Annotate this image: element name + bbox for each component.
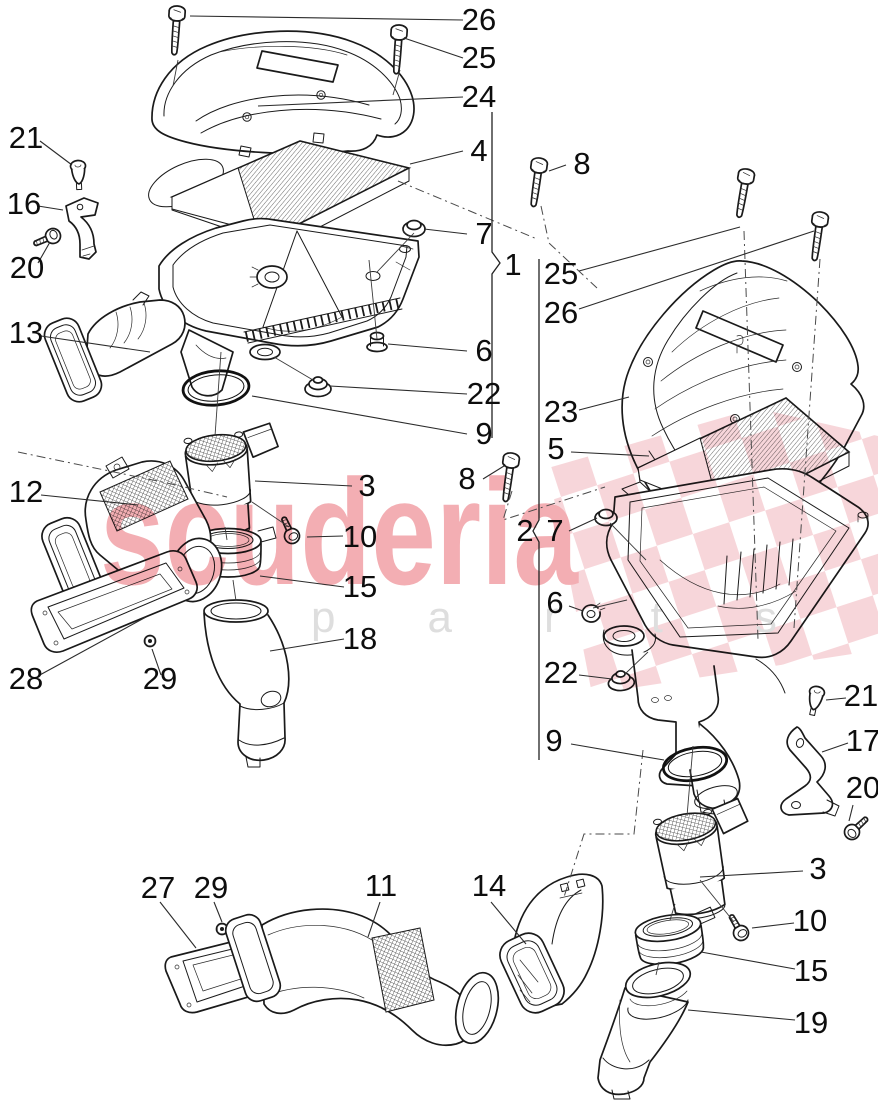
callout-10-left[interactable]: 10 (343, 519, 377, 554)
callout-9-left[interactable]: 9 (475, 416, 492, 451)
bracket-group-2 (532, 259, 540, 760)
callout-3-left[interactable]: 3 (358, 468, 375, 503)
part-hose-19 (597, 961, 692, 1100)
part-duct-13 (43, 291, 186, 403)
callout-29-bottom[interactable]: 29 (194, 870, 228, 905)
callout-8-top[interactable]: 8 (573, 146, 590, 181)
callout-19[interactable]: 19 (794, 1005, 828, 1040)
watermark: scuderia parts (100, 408, 878, 694)
callout-29-left[interactable]: 29 (143, 661, 177, 696)
callout-7-left[interactable]: 7 (475, 216, 492, 251)
callout-26-right[interactable]: 26 (544, 295, 578, 330)
checkered-flag (548, 408, 878, 694)
callout-21-right[interactable]: 21 (844, 678, 878, 713)
part-nut-6-left (366, 331, 388, 353)
callout-20-left[interactable]: 20 (10, 250, 44, 285)
part-housing-left (158, 217, 420, 397)
callout-3-right[interactable]: 3 (809, 851, 826, 886)
callout-6-left[interactable]: 6 (475, 333, 492, 368)
callout-27[interactable]: 27 (141, 870, 175, 905)
callout-4[interactable]: 4 (470, 133, 487, 168)
callout-24[interactable]: 24 (462, 79, 496, 114)
callout-13[interactable]: 13 (9, 315, 43, 350)
leader-lines (37, 15, 854, 1021)
callout-8-mid[interactable]: 8 (458, 461, 475, 496)
callout-7-right[interactable]: 7 (546, 513, 563, 548)
callout-11[interactable]: 11 (365, 868, 397, 903)
callout-26-left[interactable]: 26 (462, 2, 496, 37)
callout-20-right[interactable]: 20 (846, 770, 878, 805)
part-duct-11 (224, 908, 500, 1047)
callout-labels: 26 25 24 4 7 1 6 22 9 21 16 20 13 12 28 … (7, 2, 878, 1040)
callout-28[interactable]: 28 (9, 661, 43, 696)
part-frame-28 (30, 549, 199, 654)
callout-12[interactable]: 12 (9, 474, 43, 509)
callout-15-right[interactable]: 15 (794, 953, 828, 988)
callout-5[interactable]: 5 (547, 431, 564, 466)
callout-6-right[interactable]: 6 (546, 585, 563, 620)
callout-21-left[interactable]: 21 (9, 120, 43, 155)
bracket-group-1 (491, 112, 501, 438)
watermark-subtitle: parts (311, 593, 869, 642)
callout-25-left[interactable]: 25 (462, 40, 496, 75)
callout-23[interactable]: 23 (544, 394, 578, 429)
part-duct-18 (203, 599, 290, 768)
callout-14[interactable]: 14 (472, 868, 506, 903)
callout-22-right[interactable]: 22 (544, 655, 578, 690)
callout-17[interactable]: 17 (846, 723, 878, 758)
part-bracket-16 (65, 197, 99, 260)
callout-1[interactable]: 1 (504, 247, 521, 282)
watermark-brand: scuderia (100, 448, 579, 616)
callout-10-right[interactable]: 10 (793, 903, 827, 938)
callout-18[interactable]: 18 (343, 621, 377, 656)
part-bracket-17 (780, 726, 840, 817)
callout-2[interactable]: 2 (516, 513, 533, 548)
part-cover-24 (151, 30, 415, 158)
callout-9-right[interactable]: 9 (545, 723, 562, 758)
callout-22-left[interactable]: 22 (467, 376, 501, 411)
callout-25-right[interactable]: 25 (544, 256, 578, 291)
center-lines (17, 59, 821, 976)
callout-15-left[interactable]: 15 (343, 569, 377, 604)
callout-16[interactable]: 16 (7, 186, 41, 221)
part-scoop-14 (499, 873, 604, 1014)
